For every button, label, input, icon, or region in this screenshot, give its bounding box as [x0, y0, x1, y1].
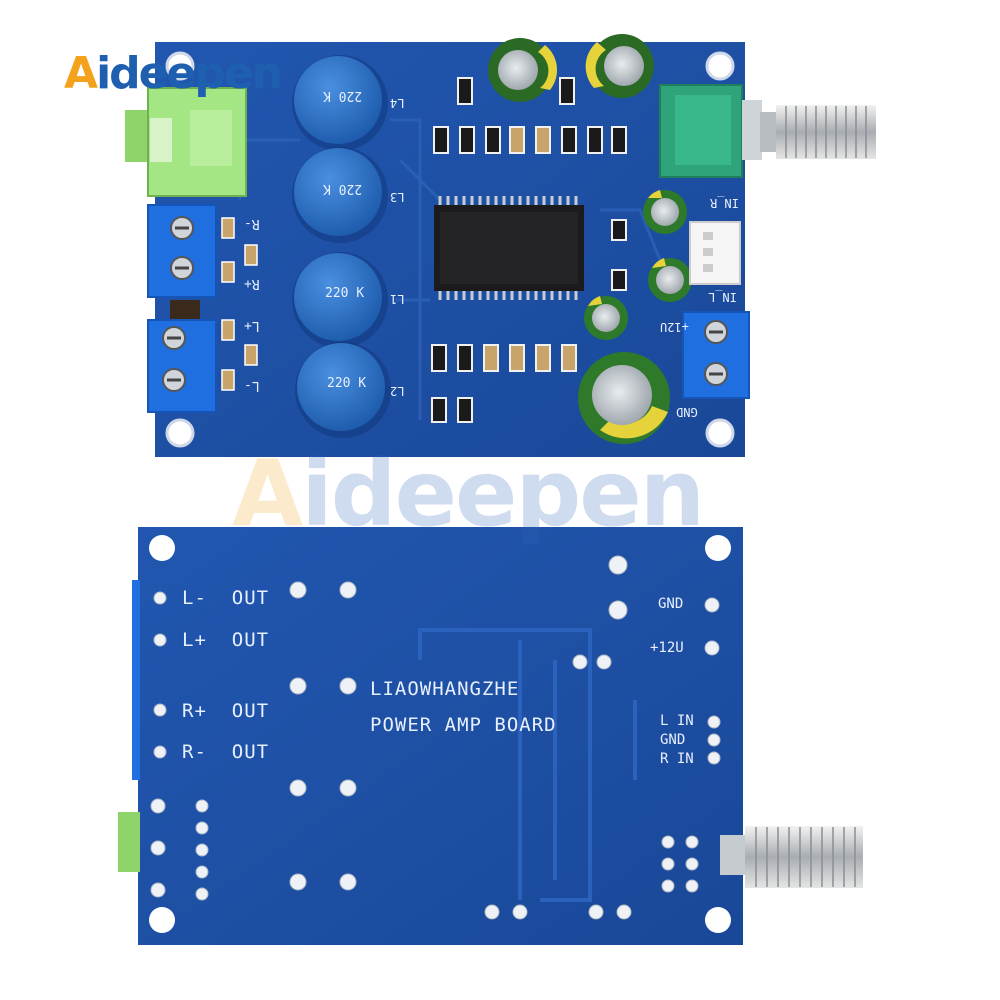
- ref-l2: L2: [390, 384, 405, 398]
- mount-hole: [705, 535, 731, 561]
- label-l-minus-out: L- OUT: [182, 587, 270, 609]
- inductor-l4: [292, 55, 388, 151]
- inductor-l1: [292, 252, 388, 348]
- smd-row-top: [433, 126, 627, 154]
- audio-jack-edge: [118, 812, 140, 872]
- ref-l1: L1: [390, 292, 405, 306]
- audio-jack: [125, 87, 247, 197]
- board-title-2: POWER AMP BOARD: [370, 714, 557, 736]
- mount-hole: [705, 907, 731, 933]
- ref-l4: L4: [390, 96, 405, 110]
- label-r-minus: R-: [244, 216, 260, 231]
- label-r-in: R IN: [660, 751, 694, 767]
- watermark-rest: ideepen: [301, 440, 705, 547]
- label-gnd-top: GND: [676, 405, 698, 419]
- logo-prefix: A: [64, 48, 98, 99]
- inductor-l1-label: 220 K: [325, 286, 365, 301]
- mount-hole: [165, 51, 195, 81]
- label-12v: +12U: [660, 320, 689, 334]
- label-l-plus: L+: [244, 318, 260, 333]
- label-in-l: IN_L: [708, 290, 737, 304]
- bottom-pcb: [138, 527, 743, 945]
- label-12v-power: +12U: [650, 640, 684, 656]
- label-gnd-power: GND: [658, 596, 684, 612]
- mount-hole: [705, 51, 735, 81]
- top-board: [125, 34, 876, 457]
- mount-hole: [149, 535, 175, 561]
- label-in-r: IN_R: [710, 196, 739, 210]
- volume-shaft: [720, 826, 863, 888]
- label-gnd-in: GND: [660, 732, 686, 748]
- label-l-plus-out: L+ OUT: [182, 629, 270, 651]
- logo-rest: ideepen: [96, 48, 283, 99]
- watermark-prefix: A: [232, 440, 303, 547]
- electrolytic-cap: [585, 34, 654, 98]
- electrolytic-cap: [643, 190, 687, 234]
- mount-hole: [149, 907, 175, 933]
- inductor-l3-label: 220 K: [323, 181, 363, 196]
- label-r-minus-out: R- OUT: [182, 741, 270, 763]
- brand-watermark: Aideepen: [232, 440, 705, 547]
- inductor-l2-label: 220 K: [327, 376, 367, 391]
- brand-logo: Aideepen: [64, 48, 283, 99]
- label-r-plus: R+: [244, 276, 260, 291]
- power-terminal: [682, 311, 750, 399]
- inductor-l3: [292, 147, 388, 243]
- inductor-l4-label: 220 K: [323, 88, 363, 103]
- output-terminal-l: [147, 319, 217, 413]
- electrolytic-cap-large: [578, 352, 670, 444]
- amplifier-ic: [434, 196, 584, 300]
- electrolytic-cap: [584, 296, 628, 340]
- bottom-board: [118, 527, 863, 945]
- label-r-plus-out: R+ OUT: [182, 700, 270, 722]
- smd-row-bottom: [431, 344, 577, 423]
- terminal-gap: [170, 300, 200, 320]
- mount-hole: [705, 418, 735, 448]
- electrolytic-cap: [488, 38, 558, 102]
- mount-hole: [165, 418, 195, 448]
- electrolytic-cap: [648, 258, 692, 302]
- inductor-l2: [295, 342, 391, 438]
- volume-potentiometer: [659, 84, 876, 178]
- label-l-in: L IN: [660, 713, 694, 729]
- input-header: [689, 221, 741, 285]
- board-title-1: LIAOWHANGZHE: [370, 678, 520, 700]
- output-terminal-r: [147, 204, 217, 298]
- label-l-minus: L-: [244, 378, 260, 393]
- terminal-edge: [132, 580, 140, 780]
- ref-l3: L3: [390, 190, 405, 204]
